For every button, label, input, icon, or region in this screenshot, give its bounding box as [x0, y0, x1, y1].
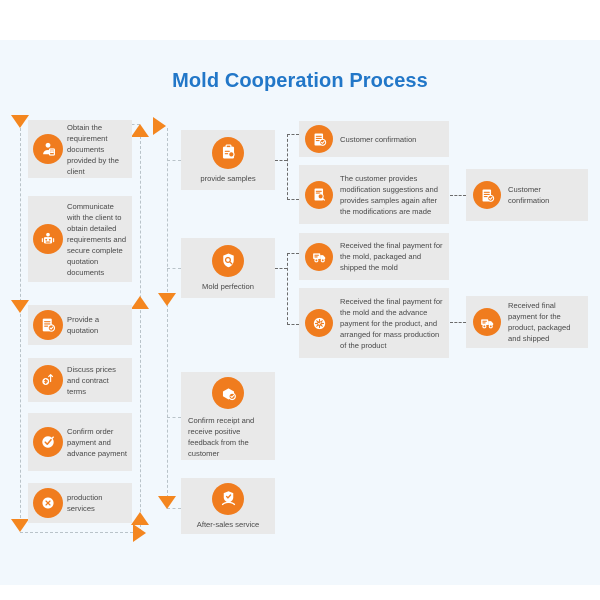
- arrowhead-right-top: [153, 117, 166, 135]
- step-label: Communicate with the client to obtain de…: [67, 201, 127, 277]
- step-label: Received the final payment for the mold …: [340, 296, 443, 350]
- process-step-production-services[interactable]: production services: [28, 483, 132, 523]
- process-step-after-sales-service[interactable]: After-sales service: [181, 478, 275, 534]
- step-label: The customer provides modification sugge…: [340, 173, 438, 216]
- connector-spine-c: [166, 128, 168, 503]
- connector-c2b1-out: [275, 160, 287, 161]
- connector-c3b4-in: [287, 324, 299, 325]
- connector-c3b2-to-c4b1: [450, 195, 466, 196]
- connector-c3b3-in: [287, 253, 299, 254]
- confirm-payment-icon: [33, 427, 63, 457]
- connector-c2b2-vert: [286, 253, 288, 325]
- arrowhead-right-bottom: [133, 524, 146, 542]
- shipping-truck-icon: [473, 308, 501, 336]
- step-label: Obtain the requirement documents provide…: [67, 122, 119, 176]
- process-step-mold-shipped[interactable]: Received the final payment for the mold,…: [299, 233, 449, 280]
- communicate-requirements-icon: [33, 224, 63, 254]
- confirm-receipt-icon: [212, 377, 244, 409]
- process-step-provide-quotation[interactable]: Provide a quotation: [28, 305, 132, 345]
- shipping-truck-icon: [305, 242, 333, 271]
- arrowhead-up-spine-b-bottom: [131, 512, 149, 525]
- customer-confirmation-icon: [305, 125, 333, 153]
- connector-c3b4-to-c4b2: [450, 322, 466, 323]
- mold-perfection-icon: [212, 244, 244, 277]
- connector-c3b1-in: [287, 134, 299, 135]
- client-document-icon: [33, 134, 63, 164]
- arrowhead-up-spine-b-mid: [131, 296, 149, 309]
- connector-stub-c2-b2: [167, 268, 181, 269]
- modification-suggestion-icon: [305, 180, 333, 209]
- price-contract-icon: [33, 365, 63, 395]
- step-label: Mold perfection: [202, 281, 254, 291]
- process-step-communicate-requirements[interactable]: Communicate with the client to obtain de…: [28, 196, 132, 282]
- connector-stub-c2-b1: [167, 160, 181, 161]
- arrowhead-down-topleft: [11, 115, 29, 128]
- after-sales-icon: [212, 482, 244, 515]
- step-label: Confirm receipt and receive positive fee…: [188, 416, 255, 458]
- process-step-confirm-payment[interactable]: Confirm order payment and advance paymen…: [28, 413, 132, 471]
- connector-c2b2-out: [275, 268, 287, 269]
- process-step-customer-confirmation-b[interactable]: Customer confirmation: [466, 169, 588, 221]
- step-label: Customer confirmation: [340, 134, 417, 144]
- arrowhead-up-spine-b-top: [131, 124, 149, 137]
- connector-c2b1-vert: [286, 134, 288, 200]
- process-step-confirm-receipt[interactable]: Confirm receipt and receive positive fee…: [181, 372, 275, 460]
- process-step-discuss-prices[interactable]: Discuss prices and contract terms: [28, 358, 132, 402]
- connector-left-spine: [19, 128, 21, 528]
- process-step-product-shipped[interactable]: Received final payment for the product, …: [466, 296, 588, 348]
- step-label: Customer confirmation: [508, 185, 550, 205]
- connector-stub-c2-b3: [167, 417, 181, 418]
- process-step-modification-suggestions[interactable]: The customer provides modification sugge…: [299, 165, 449, 224]
- connector-bottom-horizontal: [20, 532, 138, 533]
- step-label: Discuss prices and contract terms: [67, 364, 116, 396]
- step-label: Confirm order payment and advance paymen…: [67, 426, 127, 458]
- step-label: Received the final payment for the mold,…: [340, 241, 443, 272]
- page-title: Mold Cooperation Process: [172, 70, 428, 92]
- process-step-mold-perfection[interactable]: Mold perfection: [181, 238, 275, 298]
- arrowhead-down-spine-c-mid: [158, 293, 176, 306]
- step-label: Received final payment for the product, …: [508, 301, 571, 343]
- step-label: provide samples: [200, 173, 256, 183]
- process-step-provide-samples[interactable]: provide samples: [181, 130, 275, 190]
- process-step-mass-production[interactable]: Received the final payment for the mold …: [299, 288, 449, 358]
- step-label: Provide a quotation: [67, 315, 100, 335]
- step-label: production services: [67, 493, 103, 513]
- process-step-obtain-requirements[interactable]: Obtain the requirement documents provide…: [28, 120, 132, 178]
- production-services-icon: [33, 488, 63, 518]
- mass-production-icon: [305, 309, 333, 337]
- connector-c3b2-in: [287, 199, 299, 200]
- arrowhead-down-spine-c-end: [158, 496, 176, 509]
- provide-samples-icon: [212, 136, 244, 169]
- quotation-icon: [33, 310, 63, 340]
- customer-confirmation-icon: [473, 181, 501, 209]
- arrowhead-down-bottomleft: [11, 519, 29, 532]
- arrowhead-down-midleft: [11, 300, 29, 313]
- connector-spine-b: [139, 136, 141, 532]
- step-label: After-sales service: [196, 519, 260, 529]
- process-step-customer-confirmation-a[interactable]: Customer confirmation: [299, 121, 449, 157]
